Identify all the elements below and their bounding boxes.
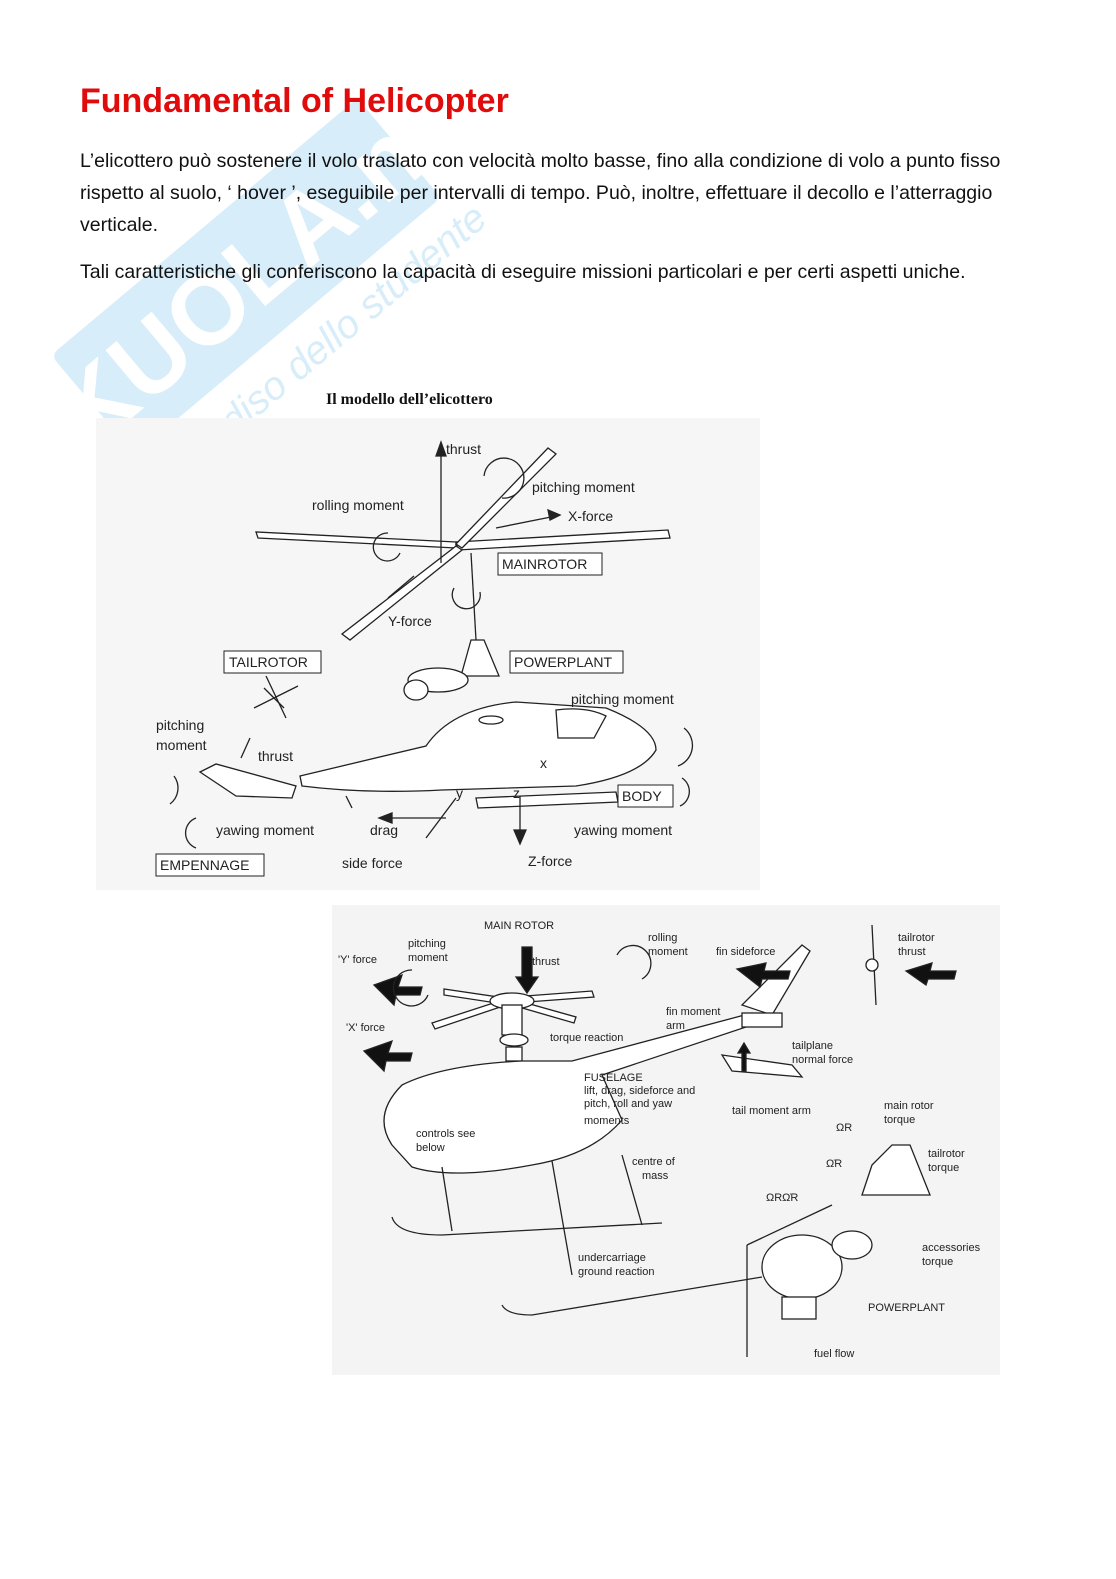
label-fuselage: FUSELAGE <box>584 1072 643 1084</box>
label-tail-moment-arm: tail moment arm <box>732 1105 811 1117</box>
label-omega-r: ΩR <box>836 1122 852 1134</box>
label-fin-moment: fin moment <box>666 1006 720 1018</box>
label-body: BODY <box>622 788 662 804</box>
label-axis-y: y <box>456 785 463 801</box>
label-centre-mass: mass <box>642 1170 669 1182</box>
label-omega-r-dot: Ω̇R <box>826 1158 842 1170</box>
label-powerplant: POWERPLANT <box>514 654 612 670</box>
label-yawing-moment-tail: yawing moment <box>216 822 314 838</box>
label-drag: drag <box>370 822 398 838</box>
label-controls: controls see <box>416 1128 475 1140</box>
label-omega-product: ΩRΩ̇R <box>766 1192 798 1204</box>
helicopter-model-figure: Il modello dell’elicottero <box>96 378 760 890</box>
label-torque-reaction: torque reaction <box>550 1032 623 1044</box>
page-title: Fundamental of Helicopter <box>80 82 509 121</box>
label-empennage: EMPENNAGE <box>160 857 249 873</box>
label-main-rotor: MAIN ROTOR <box>484 920 554 932</box>
label-accessories-torque: torque <box>922 1256 953 1268</box>
label-tailplane: tailplane <box>792 1040 833 1052</box>
label-fuselage-moments: moments <box>584 1115 630 1127</box>
label-tailplane-normal-force: normal force <box>792 1054 853 1066</box>
label-ground-reaction: ground reaction <box>578 1266 654 1278</box>
label-pitching-moment-body: pitching moment <box>571 691 674 707</box>
label-axis-x: x <box>540 755 547 771</box>
label-thrust: thrust <box>532 956 560 968</box>
paragraph-missions: Tali caratteristiche gli conferiscono la… <box>80 256 1020 288</box>
label-fuselage-pitch: pitch, roll and yaw <box>584 1098 672 1110</box>
label-x-force: X-force <box>568 508 613 524</box>
label-thrust-tail: thrust <box>258 748 293 764</box>
label-y-force: Y-force <box>388 613 432 629</box>
label-main-rotor-torque-2: torque <box>884 1114 915 1126</box>
label-tailrotor-torque-2: torque <box>928 1162 959 1174</box>
label-powerplant: POWERPLANT <box>868 1302 945 1314</box>
label-pitching: pitching <box>408 938 446 950</box>
label-axis-z: z <box>513 785 520 801</box>
label-moment-tail: moment <box>156 737 207 753</box>
label-accessories: accessories <box>922 1242 981 1254</box>
label-z-force: Z-force <box>528 853 573 869</box>
label-rolling-moment: rolling moment <box>312 497 404 513</box>
figure-caption: Il modello dell’elicottero <box>326 391 493 408</box>
label-undercarriage: undercarriage <box>578 1252 646 1264</box>
label-side-force: side force <box>342 855 403 871</box>
label-controls-below: below <box>416 1142 445 1154</box>
label-fin-moment-arm: arm <box>666 1020 685 1032</box>
label-pitching-tail: pitching <box>156 717 204 733</box>
label-pitching-moment-rotor: pitching moment <box>532 479 635 495</box>
label-tailrotor: tailrotor <box>898 932 935 944</box>
label-pitching-moment: moment <box>408 952 448 964</box>
label-rolling: rolling <box>648 932 677 944</box>
paragraph-hover: L’elicottero può sostenere il volo trasl… <box>80 145 1020 241</box>
label-fuel-flow: fuel flow <box>814 1348 854 1360</box>
label-thrust: thrust <box>446 441 481 457</box>
label-tailrotor: TAILROTOR <box>229 654 308 670</box>
label-fuselage-lift: lift, drag, sideforce and <box>584 1085 695 1097</box>
label-tailrotor-torque: tailrotor <box>928 1148 965 1160</box>
label-x-force: 'X' force <box>346 1022 385 1034</box>
label-y-force: 'Y' force <box>338 954 377 966</box>
label-mainrotor: MAINROTOR <box>502 556 587 572</box>
label-centre-of: centre of <box>632 1156 676 1168</box>
label-yawing-moment-body: yawing moment <box>574 822 672 838</box>
label-tailrotor-thrust: thrust <box>898 946 926 958</box>
label-rolling-moment: moment <box>648 946 688 958</box>
helicopter-forces-figure: MAIN ROTOR thrust pitching moment 'Y' fo… <box>332 905 1000 1375</box>
label-fin-sideforce: fin sideforce <box>716 946 775 958</box>
label-main-rotor-torque: main rotor <box>884 1100 934 1112</box>
